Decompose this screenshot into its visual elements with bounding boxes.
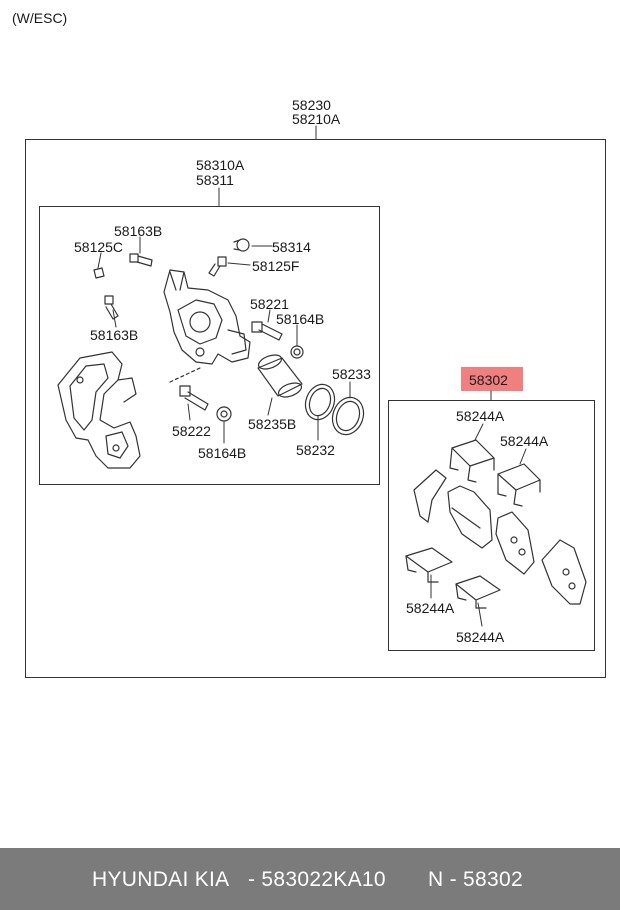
label-clip-3: 58244A bbox=[406, 600, 455, 616]
boot-58164B-bottom bbox=[216, 406, 232, 422]
pin-58222 bbox=[169, 367, 209, 411]
caliper-bracket bbox=[57, 351, 141, 469]
pad-kit-highlight bbox=[461, 367, 523, 391]
footer-ref: N - 58302 bbox=[428, 868, 523, 891]
pin-58221 bbox=[251, 321, 283, 341]
label-assembly-2: 58210A bbox=[292, 111, 341, 127]
label-58235b: 58235B bbox=[248, 416, 297, 432]
label-58222: 58222 bbox=[172, 423, 211, 439]
footer-part-number: - 583022KA10 bbox=[248, 868, 386, 891]
clip-1 bbox=[449, 439, 495, 483]
boot-58164B-right bbox=[290, 345, 304, 359]
label-58125c: 58125C bbox=[74, 239, 124, 255]
label-58164b-right: 58164B bbox=[276, 311, 325, 327]
caliper-frame bbox=[39, 206, 380, 485]
seal-58232 bbox=[304, 383, 336, 421]
label-assembly-1: 58230 bbox=[292, 97, 331, 113]
pad-kit-frame bbox=[388, 400, 595, 651]
label-58125f: 58125F bbox=[252, 258, 300, 274]
piston-58235B bbox=[257, 354, 303, 398]
exploded-parts-diagram bbox=[57, 125, 587, 627]
bleeder-58125F bbox=[208, 256, 227, 277]
label-caliper-1: 58310A bbox=[196, 157, 245, 173]
bolt-58163B-top bbox=[129, 253, 153, 267]
bleeder-58125C bbox=[93, 267, 105, 279]
label-58163b-top: 58163B bbox=[114, 223, 163, 239]
brake-pad-3 bbox=[541, 539, 587, 605]
label-58163b-bottom: 58163B bbox=[90, 327, 139, 343]
label-58164b-bottom: 58164B bbox=[198, 445, 247, 461]
label-58221: 58221 bbox=[250, 296, 289, 312]
label-caliper-2: 58311 bbox=[196, 172, 234, 188]
wear-indicator-shim bbox=[413, 469, 447, 523]
brake-pad-2 bbox=[495, 511, 535, 575]
seal-58233 bbox=[331, 396, 365, 436]
label-58232: 58232 bbox=[296, 442, 335, 458]
part-number-footer: HYUNDAI KIA - 583022KA10 N - 58302 bbox=[0, 848, 620, 910]
caliper-housing bbox=[163, 269, 251, 365]
footer-brand: HYUNDAI KIA bbox=[92, 868, 230, 891]
brake-pad-1 bbox=[447, 485, 493, 549]
label-clip-4: 58244A bbox=[456, 629, 505, 645]
label-58233: 58233 bbox=[332, 366, 371, 382]
cap-58314 bbox=[233, 238, 250, 252]
label-pad-kit: 58302 bbox=[469, 372, 508, 388]
label-58314: 58314 bbox=[272, 239, 311, 255]
clip-2 bbox=[497, 463, 541, 507]
clip-4 bbox=[455, 575, 501, 609]
assembly-frame bbox=[25, 139, 606, 678]
clip-3 bbox=[405, 547, 453, 583]
label-clip-1: 58244A bbox=[456, 408, 505, 424]
variant-note: (W/ESC) bbox=[12, 10, 68, 26]
label-clip-2: 58244A bbox=[500, 433, 549, 449]
leader-lines bbox=[97, 125, 527, 627]
bolt-58163B-bottom bbox=[104, 295, 119, 320]
